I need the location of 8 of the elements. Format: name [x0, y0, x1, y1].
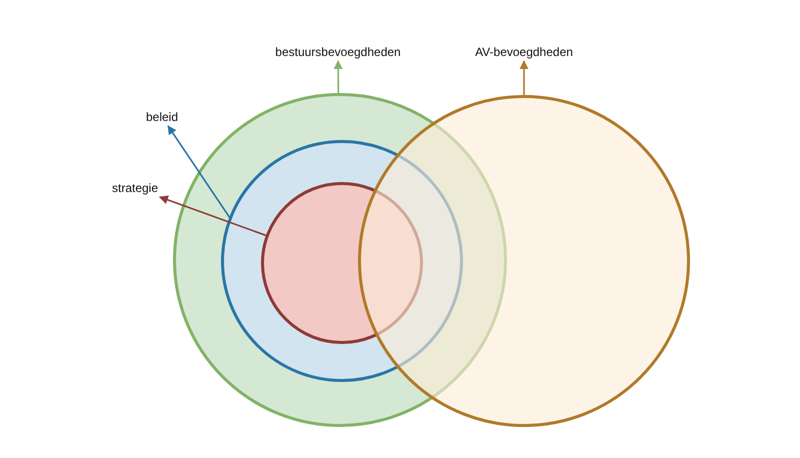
arrow — [158, 196, 268, 237]
arrow — [520, 60, 528, 96]
arrow — [167, 125, 231, 219]
label-text: beleid — [146, 110, 178, 124]
label-text: strategie — [112, 181, 158, 195]
arrow — [334, 60, 343, 94]
label-text: AV-bevoegdheden — [475, 45, 573, 59]
label-text: bestuursbevoegdheden — [275, 45, 401, 59]
